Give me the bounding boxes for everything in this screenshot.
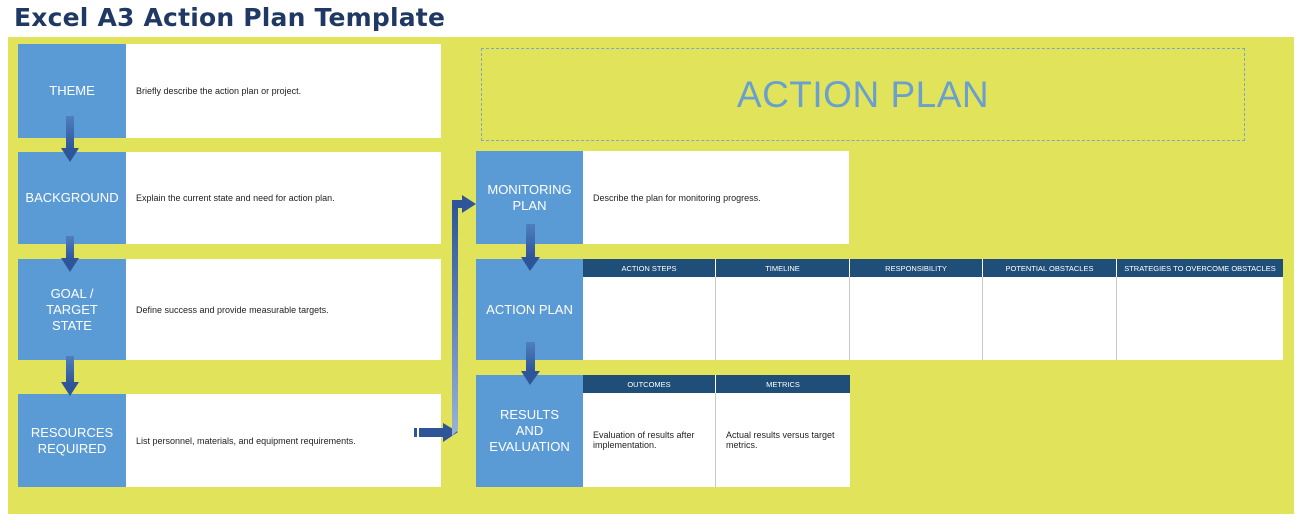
column-header-action-steps: ACTION STEPS	[583, 259, 716, 277]
metrics-cell[interactable]: Actual results versus target metrics.	[716, 393, 850, 487]
resources-label: RESOURCES REQUIRED	[18, 394, 126, 487]
arrow-monitoring-to-action	[521, 224, 540, 271]
goal-label: GOAL / TARGET STATE	[18, 259, 126, 360]
responsibility-cell[interactable]	[850, 277, 983, 360]
strategies-cell[interactable]	[1117, 277, 1283, 360]
goal-text[interactable]: Define success and provide measurable ta…	[126, 259, 441, 360]
column-header-timeline: TIMELINE	[716, 259, 850, 277]
arrow-goal-to-resources	[61, 356, 79, 396]
page-title: Excel A3 Action Plan Template	[14, 3, 446, 32]
monitoring-text[interactable]: Describe the plan for monitoring progres…	[583, 151, 849, 244]
background-label: BACKGROUND	[18, 152, 126, 244]
arrow-action-to-results	[521, 342, 540, 385]
timeline-cell[interactable]	[716, 277, 850, 360]
column-header-strategies: STRATEGIES TO OVERCOME OBSTACLES	[1117, 259, 1283, 277]
column-header-potential-obstacles: POTENTIAL OBSTACLES	[983, 259, 1117, 277]
action-plan-banner: ACTION PLAN	[481, 48, 1245, 141]
background-text[interactable]: Explain the current state and need for a…	[126, 152, 441, 244]
action-steps-cell[interactable]	[583, 277, 716, 360]
potential-obstacles-cell[interactable]	[983, 277, 1117, 360]
arrow-background-to-goal	[61, 236, 79, 272]
resources-text[interactable]: List personnel, materials, and equipment…	[126, 394, 441, 487]
theme-text[interactable]: Briefly describe the action plan or proj…	[126, 44, 441, 138]
results-label: RESULTS AND EVALUATION	[476, 375, 583, 487]
column-header-metrics: METRICS	[716, 375, 850, 393]
column-header-responsibility: RESPONSIBILITY	[850, 259, 983, 277]
arrow-resources-to-monitoring	[414, 195, 476, 442]
outcomes-cell[interactable]: Evaluation of results after implementati…	[583, 393, 716, 487]
arrow-theme-to-background	[61, 116, 79, 162]
column-header-outcomes: OUTCOMES	[583, 375, 716, 393]
